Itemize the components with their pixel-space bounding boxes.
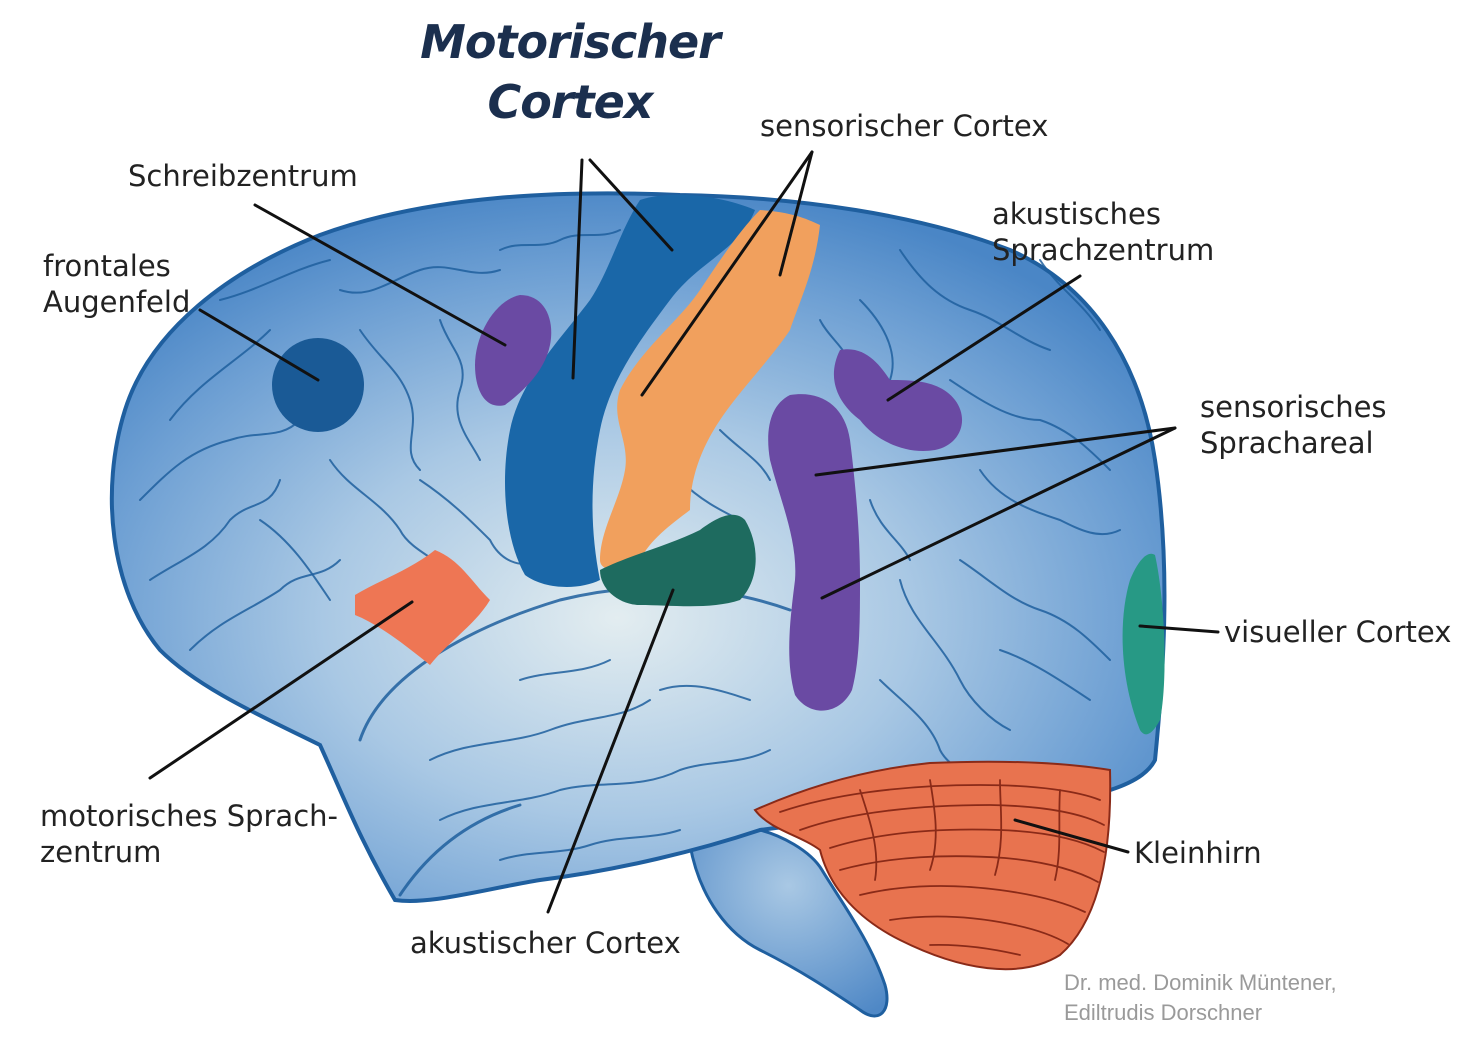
headline-line2: Cortex (410, 72, 730, 132)
label-schreibzentrum: Schreibzentrum (128, 158, 358, 194)
frontal-eye-field-region (272, 338, 364, 432)
label-sensorisches-sprachareal-line1: sensorisches (1200, 389, 1387, 425)
label-sensorisches-sprachareal-line2: Sprachareal (1200, 425, 1387, 461)
label-motorisches-sprachzentrum: motorisches Sprach- zentrum (40, 798, 338, 870)
label-kleinhirn: Kleinhirn (1134, 835, 1262, 871)
label-akustisches-sprachzentrum: akustisches Sprachzentrum (992, 196, 1214, 268)
label-frontales-augenfeld: frontales Augenfeld (43, 248, 190, 320)
headline-line1: Motorischer (410, 12, 730, 72)
label-frontales-augenfeld-line2: Augenfeld (43, 284, 190, 320)
label-sensorischer-cortex: sensorischer Cortex (760, 108, 1048, 144)
label-akustisches-sprachzentrum-line2: Sprachzentrum (992, 232, 1214, 268)
label-motorisches-sprachzentrum-line1: motorisches Sprach- (40, 798, 338, 834)
label-akustisches-sprachzentrum-line1: akustisches (992, 196, 1214, 232)
label-motorisches-sprachzentrum-line2: zentrum (40, 834, 338, 870)
label-visueller-cortex: visueller Cortex (1224, 614, 1451, 650)
credit: Dr. med. Dominik Müntener, Ediltrudis Do… (1064, 968, 1337, 1028)
label-frontales-augenfeld-line1: frontales (43, 248, 190, 284)
label-akustischer-cortex: akustischer Cortex (410, 925, 681, 961)
credit-line2: Ediltrudis Dorschner (1064, 998, 1337, 1028)
credit-line1: Dr. med. Dominik Müntener, (1064, 968, 1337, 998)
headline: Motorischer Cortex (410, 12, 730, 132)
label-sensorisches-sprachareal: sensorisches Sprachareal (1200, 389, 1387, 461)
